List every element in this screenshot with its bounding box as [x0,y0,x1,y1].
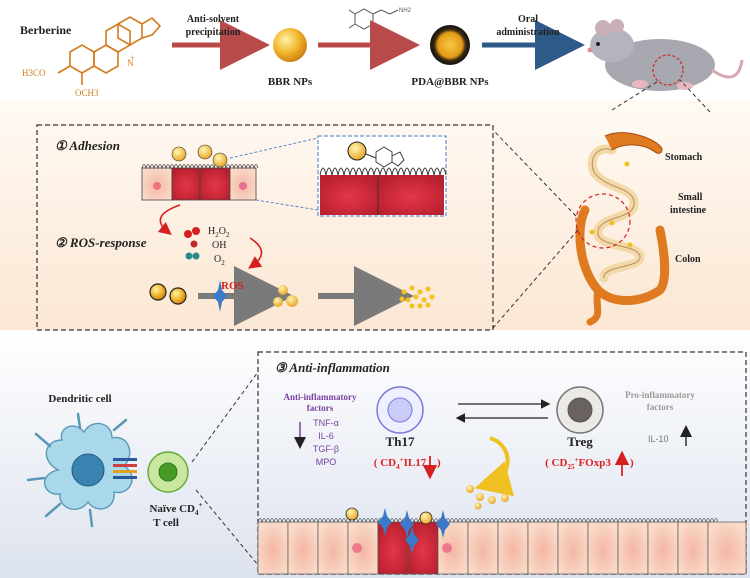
anti-factor-item: TNF-α [313,418,339,428]
pro-factors-line1: Pro-inflammatory [625,390,695,400]
colon-label: Colon [675,254,701,265]
gastrointestinal-tract [575,132,670,326]
zoom-connector-top [229,137,319,159]
pda-bbr-nanoparticle [430,25,470,65]
anti-inflammation-title: ③ Anti-inflammation [275,360,390,375]
pda-bbr-label: PDA@BBR NPs [411,76,489,88]
small-intestine-line2: intestine [670,205,707,216]
th17-cell-icon [376,386,424,434]
mouse-illustration [587,19,744,91]
methoxy-left: H3CO [22,68,46,78]
berberine-label: Berberine [20,23,72,37]
gut-zoom-line-bottom [492,229,579,329]
ros-response-title: ② ROS-response [55,235,147,250]
naive-t-cell-line1: Naïve CD4+ [149,501,202,517]
small-intestine-line1: Small [678,192,703,203]
zoom-line-right [679,79,711,113]
anti-factor-item: TGF-β [313,444,339,454]
oh-label: OH [212,240,226,251]
h2o2-label: H2O2 [208,226,230,239]
dopamine-amine: NH2 [399,8,412,14]
adhesion-title: ① Adhesion [55,138,120,153]
methoxy-bottom: OCH3 [75,88,99,98]
colon-epithelium [257,507,747,575]
stomach-label: Stomach [665,152,703,163]
zoom-connector-bottom [255,199,319,211]
ros-species-icons [184,227,200,260]
treg-induction-arrow [474,436,515,497]
ros-arrow-out [248,237,263,269]
bbr-np-label: BBR NPs [268,76,313,88]
np-medium-3 [273,297,283,307]
anti-factor-item: MPO [316,457,337,467]
ros-arrow-in [157,204,181,236]
anti-factors-line2: factors [307,403,334,413]
th17-label: Th17 [386,434,415,449]
svg-text:N: N [127,58,134,68]
epithelium-small [141,144,259,201]
anti-factor-item: IL-6 [318,431,334,441]
pda-np-intact-2 [169,287,187,305]
treg-paren-close: ) [630,457,634,469]
th17-markers: ( CD4+IL17 [374,456,427,471]
il10-label: IL-10 [648,434,669,444]
step1-line2: precipitation [186,27,241,38]
released-nanoparticles [466,485,509,510]
bbr-nanoparticle [273,28,307,62]
panel-adhesion-ros [36,124,494,331]
step3-line2: administration [496,27,560,38]
gut-zoom-line-top [492,129,577,217]
th17-paren-close: ) [437,457,441,469]
step1-line1: Anti-solvent [187,14,240,25]
zoom-line-left [611,79,661,111]
treg-markers: ( CD25+FOxp3 [545,456,611,471]
pda-np-intact-1 [149,283,167,301]
berberine-structure: + N [57,16,162,85]
t-cell-zoom-line-top [191,371,259,463]
ros-star-icon [213,280,227,312]
o2-label: O2 [214,254,225,267]
treg-label: Treg [567,434,593,449]
naive-t-cell-line2: T cell [153,517,179,529]
step3-line1: Oral [518,14,538,25]
treg-cell-icon [556,386,604,434]
np-medium-1 [278,285,288,295]
dendritic-cell-label: Dendritic cell [48,393,111,405]
zoomed-epithelium [319,141,447,215]
released-bbr-dots [399,285,435,309]
svg-text:+: + [130,53,135,62]
naive-t-cell-icon [147,451,189,493]
pro-factors-line2: factors [647,402,674,412]
t-cell-zoom-line-bottom [195,489,259,566]
dendritic-cell-icon [26,412,137,528]
ros-label: ROS [221,280,244,292]
anti-factors-line1: Anti-inflammatory [284,392,357,402]
np-medium-2 [286,295,298,307]
